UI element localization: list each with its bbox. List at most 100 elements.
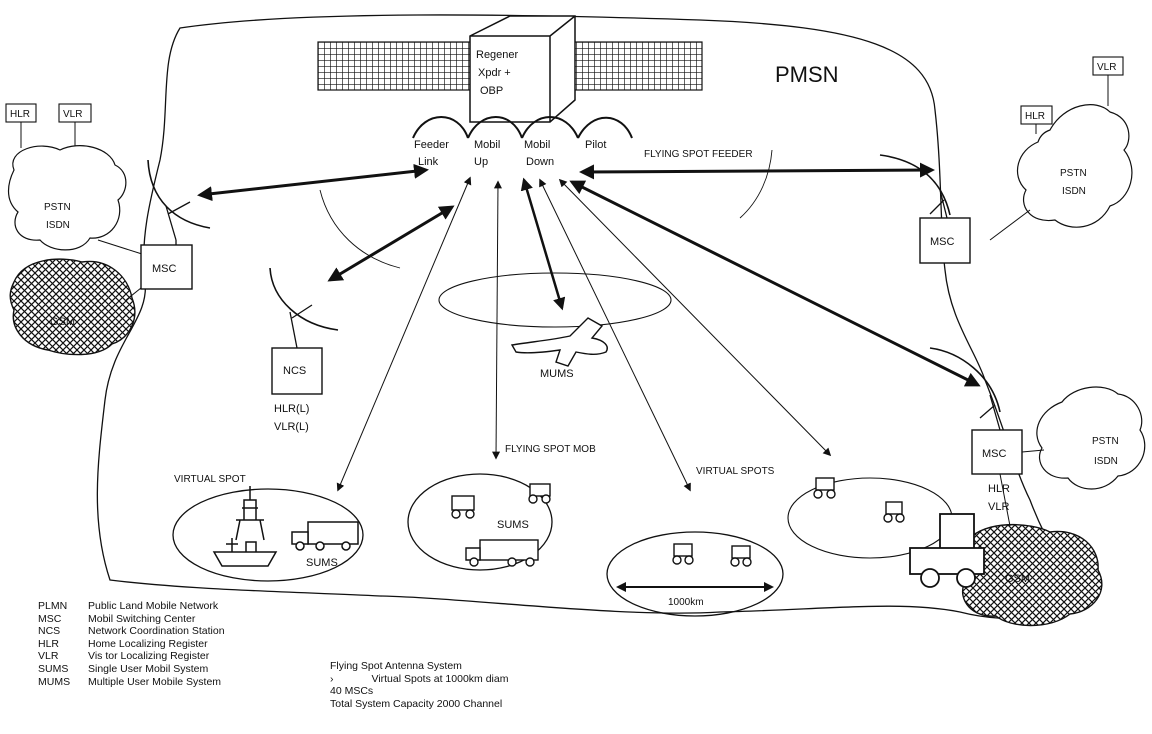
pstn-cloud-left [7,145,127,251]
pstn-msc-link-right [989,209,1031,241]
legend-abbr: SUMS [38,662,69,675]
link-right-bottom-msc [569,180,981,387]
link-flying-spot-mob [492,180,502,460]
sums-center-ellipse [407,473,553,571]
legend-abbr: MUMS [38,675,71,688]
legend-row: VLR Vis tor Localizing Register [38,650,225,663]
legend-abbr: VLR [38,650,59,663]
link-mums [520,177,566,311]
vehicle-icons-center [451,483,551,567]
satellite-body [469,15,576,123]
aircraft-icon [510,317,608,367]
beam-down: Down [526,156,554,168]
gsm-left-label: GSM [50,316,75,328]
beam-mobil-down: Mobil [524,139,550,151]
note-text: Virtual Spots at 1000km diam [371,672,509,685]
msc-right-bottom-label: MSC [982,448,1007,460]
virtual-spot-left-ellipse [172,488,364,582]
msc-left-label: MSC [152,263,177,275]
link-ncs [327,205,455,282]
msc-gsm-link-left [125,287,142,301]
satellite-label-1: Regener [476,49,519,61]
pstn-left-line1: PSTN [44,202,71,213]
note-bullet: › [330,672,334,685]
ncs-hlr-label: HLR(L) [274,403,309,415]
large-vehicle-icon [909,513,985,588]
ship-icon [212,538,278,567]
antenna-mast-right-bottom [979,394,1001,431]
msc-gsm-link-right [999,473,1011,527]
beam-up: Up [474,156,488,168]
satellite: Regener Xpdr + OBP Feeder Mobil Mobil Pi… [317,15,703,168]
note-line: › Virtual Spots at 1000km diam [330,673,508,686]
vlr-left-label: VLR [63,109,82,120]
legend-text: Multiple User Mobile System [88,675,222,688]
vehicle-icons-right [813,477,905,523]
note-line: Total System Capacity 2000 Channel [330,697,503,710]
link-virtual-spot-left [336,176,472,492]
satellite-label-3: OBP [480,85,503,97]
distance-label: 1000km [668,597,704,608]
solar-panel-left [317,41,471,91]
legend-abbr: MSC [38,612,62,625]
pstn-right-top-line2: ISDN [1062,186,1086,197]
mums-label: MUMS [540,368,574,380]
msc-box-right-bottom [971,429,1023,475]
beam-pilot: Pilot [585,139,606,151]
ncs-station: NCS HLR(L) VLR(L) [269,267,339,433]
sums-center-label: SUMS [497,519,529,531]
pstn-cloud-right-bottom [1036,386,1146,490]
beam-scallops [412,116,633,139]
flying-spot-mob-label: FLYING SPOT MOB [505,444,596,455]
coverage-arc-right [739,149,773,219]
hlr-left-link [20,122,76,148]
ncs-label: NCS [283,365,306,377]
legend-text: Home Localizing Register [88,637,208,650]
legend-row: MUMS Multiple User Mobile System [38,676,225,689]
vlr-right-label: VLR [1097,62,1116,73]
beam-mobil-up: Mobil [474,139,500,151]
legend-row: MSC Mobil Switching Center [38,613,225,626]
region-label: PMSN [775,62,839,87]
gsm-area-left [9,258,136,356]
flying-spot-feeder-label: FLYING SPOT FEEDER [644,149,753,160]
beam-feeder: Feeder [414,139,449,151]
virtual-spots-right-ellipse [787,477,953,559]
virtual-spot-label: VIRTUAL SPOT [174,474,246,485]
pstn-msc-link-right-bottom [1021,449,1045,453]
flying-spot-feeder-link [579,162,935,180]
legend-text: Mobil Switching Center [88,612,196,625]
beam-link: Link [418,156,439,168]
solar-panel-right [559,41,703,91]
pstn-left-line2: ISDN [46,220,70,231]
note-line: Flying Spot Antenna System [330,660,462,672]
msc-right-bottom-hlr: HLR [988,483,1010,495]
msc-box-left [140,244,193,290]
gsm-right-label: GSM [1005,573,1030,585]
pstn-right-bottom-line1: PSTN [1092,436,1119,447]
note-line: 40 MSCs [330,685,374,698]
pmsn-region-outline [96,14,1077,620]
pstn-msc-link-left [97,239,143,255]
legend-abbr: NCS [38,625,61,638]
legend-text: Public Land Mobile Network [88,600,219,612]
ncs-vlr-label: VLR(L) [274,421,309,433]
pstn-cloud-right-top [1016,104,1133,228]
hlr-vlr-right-links [1035,75,1109,134]
truck-icon-left [291,521,359,551]
ncs-box [271,347,323,395]
antenna-mast-ncs [289,304,313,349]
satellite-label-2: Xpdr + [478,67,511,79]
msc-right-bottom-vlr: VLR [988,501,1009,513]
mums-coverage-ellipse [438,272,672,328]
legend-text: Vis tor Localizing Register [88,650,210,663]
pstn-right-bottom-line2: ISDN [1094,456,1118,467]
msc-right-top-label: MSC [930,236,955,248]
link-virtual-spots-right [558,178,832,457]
